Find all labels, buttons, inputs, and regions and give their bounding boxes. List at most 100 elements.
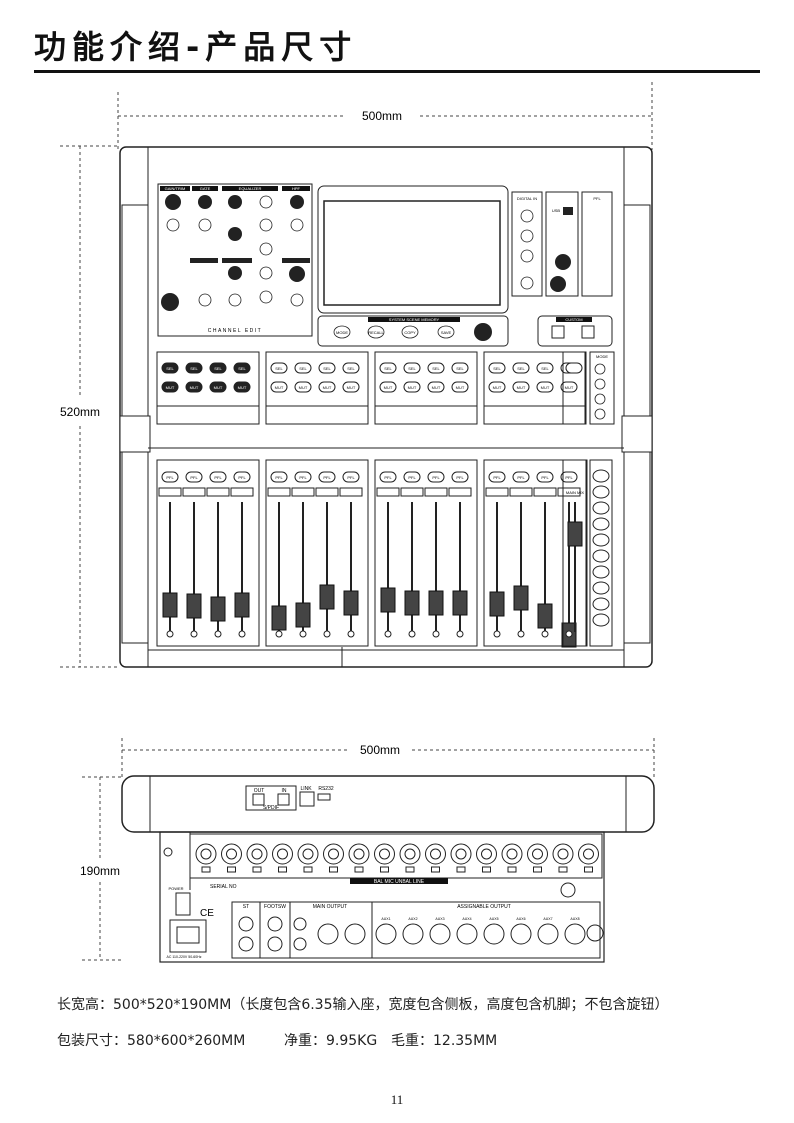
fader-cap [343, 590, 359, 616]
mut-button [536, 381, 554, 393]
meter-strip [230, 487, 254, 497]
scene-btn-save: SAVE [441, 330, 452, 335]
fader-led [299, 630, 307, 638]
master-fader-cap [567, 521, 583, 547]
sel-button [161, 362, 179, 374]
input-number-box [405, 866, 415, 873]
ce-mark: CE [200, 908, 214, 919]
sel-button [512, 362, 530, 374]
pfl-button [185, 471, 203, 483]
right-button [592, 597, 610, 611]
sel-label: SEL [384, 366, 392, 371]
mut-button [342, 381, 360, 393]
fader-cap [380, 587, 396, 613]
combo-input-inner [353, 848, 365, 860]
aux-output-label: AUX2 [408, 917, 417, 921]
mut-label: MUT [347, 385, 356, 390]
pfl-label: PFL [190, 475, 198, 480]
combo-input-inner [532, 848, 543, 860]
mut-label: MUT [238, 385, 247, 390]
meter-strip [376, 487, 400, 497]
combo-input-inner [226, 848, 237, 860]
aux-output-label: AUX5 [489, 917, 498, 921]
sel-label: SEL [517, 366, 525, 371]
meter-strip [182, 487, 206, 497]
fader-led [347, 630, 355, 638]
mut-label: MUT [408, 385, 417, 390]
meter-strip [158, 487, 182, 497]
aux-output-xlr [429, 923, 451, 945]
fader-cap [489, 591, 505, 617]
sel-button [403, 362, 421, 374]
mut-label: MUT [166, 385, 175, 390]
sel-label: SEL [214, 366, 222, 371]
pfl-button [294, 471, 312, 483]
spdif-out: OUT [254, 788, 265, 794]
sel-label: SEL [408, 366, 416, 371]
meter-strip [509, 487, 533, 497]
meter-strip [339, 487, 363, 497]
fader-led [275, 630, 283, 638]
combo-input-inner [404, 848, 416, 860]
meter-strip [315, 487, 339, 497]
combo-input-inner [455, 848, 467, 860]
right-button [592, 565, 610, 579]
aux-output-xlr [537, 923, 559, 945]
input-number-box [482, 866, 491, 873]
fader-led [517, 630, 525, 638]
input-number-box [278, 866, 287, 873]
pfl-button [427, 471, 445, 483]
sel-label: SEL [432, 366, 440, 371]
pfl-button [318, 471, 336, 483]
pfl-label: PFL [384, 475, 392, 480]
sel-label: SEL [238, 366, 246, 371]
fader-bank [374, 459, 478, 647]
input-number-box [303, 866, 313, 873]
pfl-button [209, 471, 227, 483]
sel-button [342, 362, 360, 374]
combo-input-inner [200, 848, 212, 860]
fader-cap [404, 590, 420, 616]
input-number-box [431, 866, 440, 873]
right-button-column [589, 459, 613, 647]
mut-button [379, 381, 397, 393]
pfl-button [451, 471, 469, 483]
mut-label: MUT [517, 385, 526, 390]
input-number-box [227, 866, 236, 873]
sel-button [294, 362, 312, 374]
input-number-box [533, 866, 542, 873]
input-number-box [584, 866, 593, 873]
bank-scribble [156, 405, 260, 425]
aux-output-label: AUX7 [543, 917, 552, 921]
sel-label: SEL [190, 366, 198, 371]
right-button [592, 549, 610, 563]
pfl-label: PFL [517, 475, 525, 480]
mut-label: MUT [432, 385, 441, 390]
top-width-label: 500mm [362, 109, 402, 123]
fader-cap [428, 590, 444, 616]
spec-net-weight: 净重：9.95KG [284, 1033, 378, 1049]
bank-scribble [265, 405, 369, 425]
meter-strip [448, 487, 472, 497]
digital-in-label: DIGITAL IN [517, 196, 537, 201]
pfl-label: PFL [456, 475, 464, 480]
mixer-rear-view: 500mm 190mm OUT IN S/PDIF LINK RS232 BAL… [80, 738, 655, 963]
mut-button [233, 381, 251, 393]
pfl-label: PFL [275, 475, 283, 480]
mut-button [451, 381, 469, 393]
rear-height-label: 190mm [80, 864, 120, 878]
page-number: 11 [390, 1092, 404, 1107]
mut-button [185, 381, 203, 393]
aux-output-xlr [510, 923, 532, 945]
input-number-box [558, 866, 568, 873]
power-label: POWER [168, 886, 183, 891]
meter-strip [533, 487, 557, 497]
fader-led [432, 630, 440, 638]
mut-button [427, 381, 445, 393]
sel-button [536, 362, 554, 374]
scene-btn-mode: MODE [336, 330, 348, 335]
pfl-label: PFL [493, 475, 501, 480]
top-height-label: 520mm [60, 405, 100, 419]
combo-input-inner [583, 848, 594, 860]
aux-output-xlr [456, 923, 478, 945]
